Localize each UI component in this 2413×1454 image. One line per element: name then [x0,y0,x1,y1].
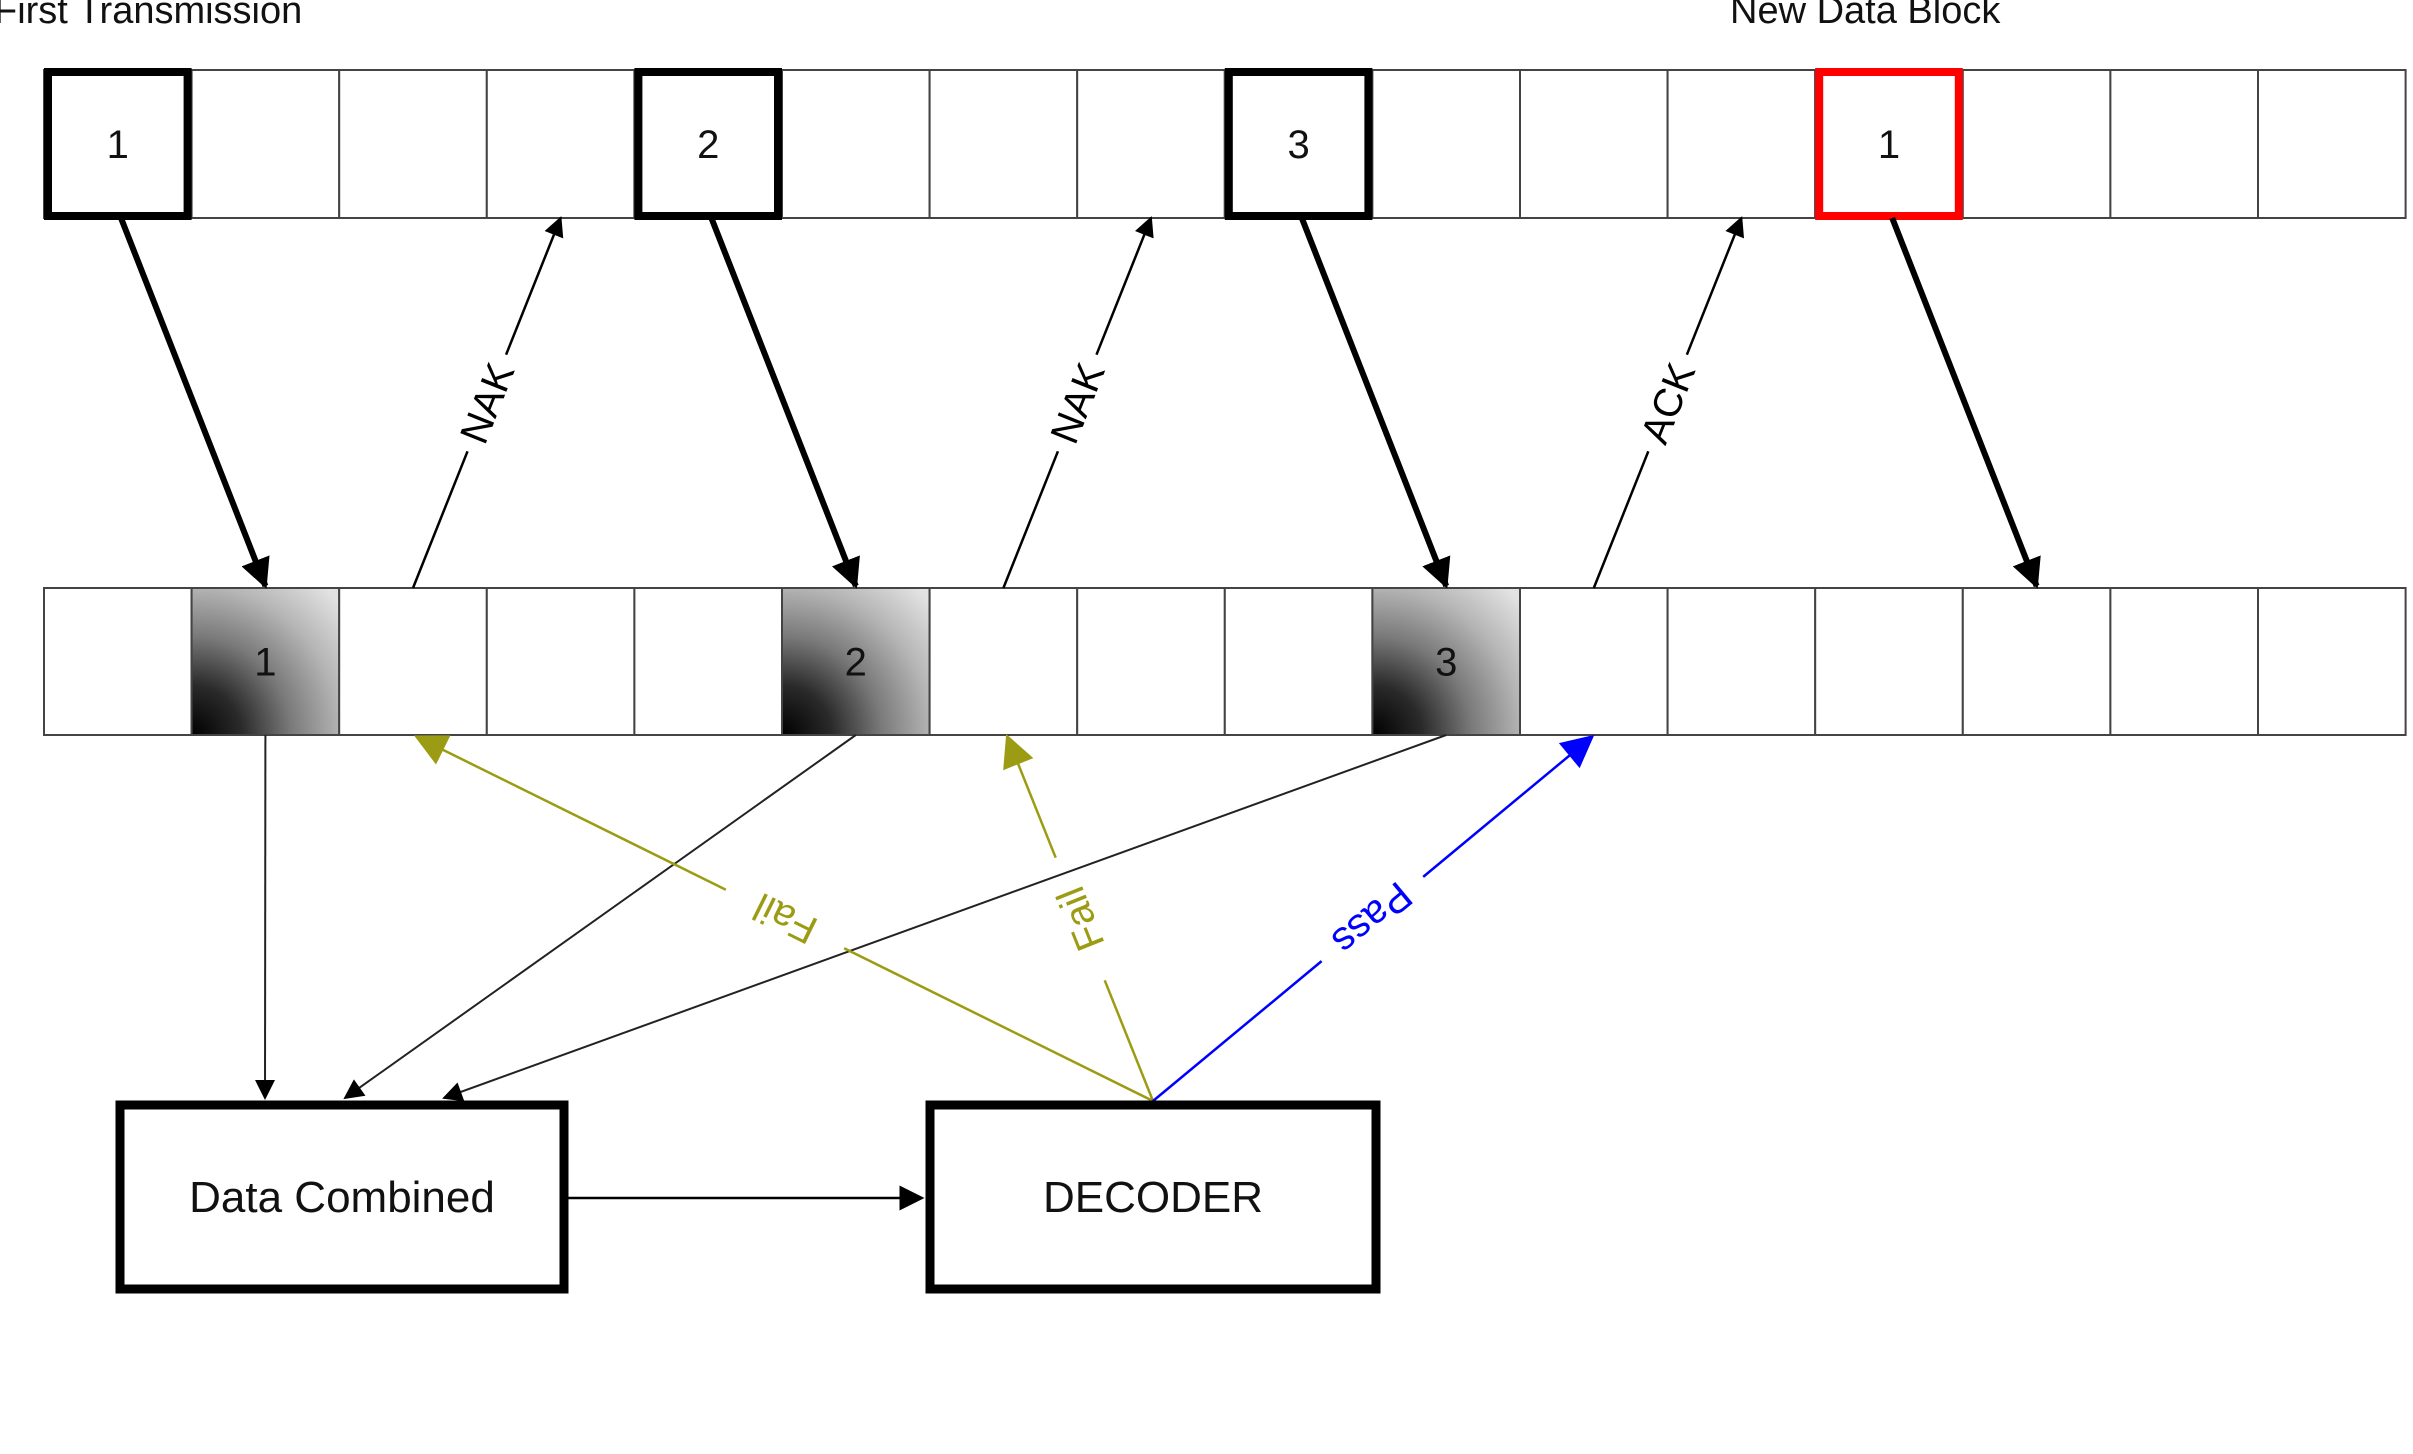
nak-arrow-2: NAK [1002,216,1154,589]
sender-cell [928,69,1079,219]
pass-arrow-3: Pass [1152,734,1595,1102]
fail-arrow-2: Fail [1003,733,1155,1102]
sender-cell [781,69,931,219]
soft-combined-cell [781,587,931,736]
transmission-arrow [118,216,270,589]
sender-block-label: 2 [697,123,719,167]
receiver-cell [1076,587,1226,736]
sender-cell [2257,69,2407,219]
receiver-cell [2109,587,2259,736]
nak-arrow-2-tail [1002,450,1060,589]
sender-cell [190,69,341,219]
nak-arrow-1: NAK [411,216,564,589]
receiver-cell [1666,587,1817,736]
fail-arrow-2-tail [1103,979,1155,1102]
sender-block-4 [1815,68,1963,220]
receiver-cell [2257,587,2407,736]
receiver-cell [43,587,193,736]
sender-block-1 [44,68,192,220]
receiver-block-label: 2 [845,641,867,685]
sender-cell [485,69,636,219]
sender-block-label: 1 [1878,123,1900,167]
sender-cell [338,69,488,219]
decoder-label: DECODER [1043,1173,1263,1222]
soft-combined-cell [1371,587,1522,736]
receiver-block-label: 3 [1435,641,1457,685]
receiver-cell [1223,587,1374,736]
sender-block-3 [1224,68,1373,220]
soft-combined-cell [190,587,341,736]
sender-cell [1961,69,2112,219]
nak-arrow-1-label: NAK [452,357,523,450]
ack-arrow-3: ACK [1592,216,1745,589]
receiver-cell [1961,587,2112,736]
transmission-arrow [1299,216,1451,589]
first-transmission-caption: First Transmission [0,0,303,32]
receiver-cell [928,587,1079,736]
nak-arrow-2-label: NAK [1042,357,1113,450]
transmission-arrow [708,216,860,589]
new-data-block-caption: New Data Block [1730,0,2001,32]
sender-block-label: 1 [107,123,129,167]
to-combiner-arrow [442,734,1447,1102]
fail-arrow-2-head [1003,733,1057,859]
sender-cell [1076,69,1226,219]
receiver-cell [338,587,488,736]
ack-arrow-3-label: ACK [1633,357,1704,450]
receiver-cell [1814,587,1964,736]
pass-arrow-3-tail [1152,960,1323,1102]
nak-arrow-1-tail [411,450,469,589]
sender-block-label: 3 [1287,123,1309,167]
pass-arrow-3-head [1422,734,1595,878]
fail-arrow-1-label: Fail [747,884,824,952]
sender-row: 1 2 3 1 [43,68,2407,220]
pass-arrow-3-label: Pass [1323,873,1420,964]
receiver-cell [633,587,784,736]
nak-arrow-1-head [504,216,564,356]
fail-arrow-1-head [414,735,727,891]
fail-arrow-2-label: Fail [1049,881,1114,957]
nak-arrow-2-head [1095,216,1154,356]
decoder-box [925,1100,1381,1294]
fail-arrow-1: Fail [414,735,1154,1103]
ack-arrow-3-tail [1592,450,1650,589]
sender-cell [1666,69,1817,219]
fail-arrow-1-tail [843,947,1154,1103]
data-combined-label: Data Combined [189,1173,495,1222]
receiver-block-label: 1 [254,641,276,685]
sender-cell [1519,69,1669,219]
data-combined-box [115,1100,569,1294]
transmission-arrow [1889,216,2041,589]
receiver-cell [1519,587,1669,736]
to-combiner-arrow [343,734,857,1100]
receiver-row: 1 2 3 [43,587,2407,736]
sender-cell [2109,69,2259,219]
sender-cell [1371,69,1522,219]
ack-arrow-3-head [1685,216,1745,356]
sender-block-2 [634,68,783,220]
receiver-cell [485,587,636,736]
